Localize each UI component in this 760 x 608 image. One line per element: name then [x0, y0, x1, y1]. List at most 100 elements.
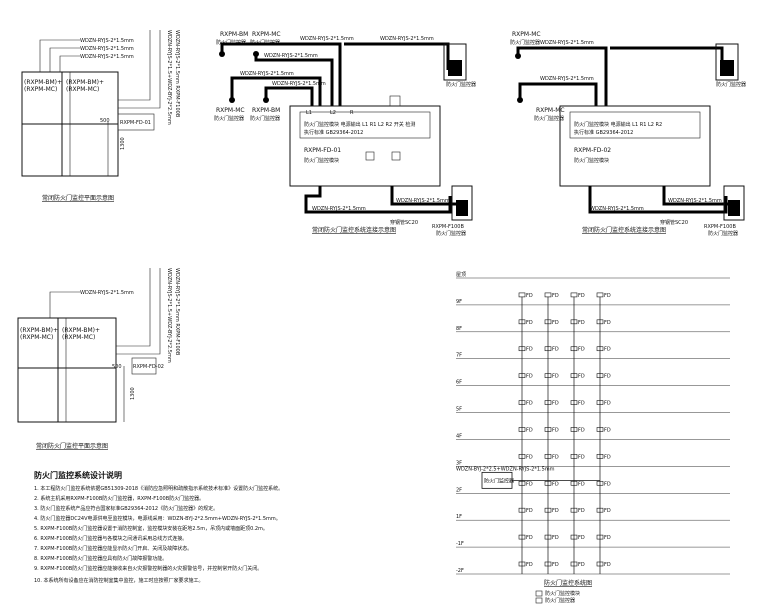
floor-label: 1F — [456, 514, 462, 520]
riser-module-tag: FD — [552, 293, 559, 299]
svg-text:防火门监控器: 防火门监控器 — [534, 115, 564, 122]
floor-label: 屋顶 — [456, 272, 466, 278]
module-body-c — [289, 105, 441, 187]
note-line: 10. 本系统所有设备应在消防控制室集中监控，施工时应按照厂家要求施工。 — [34, 577, 204, 584]
panel-b-plan: (RXPM-BM)+(RXPM-MC) (RXPM-BM)+(RXPM-MC) … — [17, 268, 180, 450]
svg-text:防火门监控器: 防火门监控器 — [214, 115, 244, 122]
floor-label: 2F — [456, 487, 462, 493]
riser-module-tag: FD — [604, 562, 611, 568]
door-label-b-right: (RXPM-BM)+(RXPM-MC) — [62, 327, 100, 341]
riser-module-tag: FD — [578, 454, 585, 460]
note-line: 1. 本工程防火门监控系统依据GB51309-2018《消防应急照明和疏散指示系… — [34, 485, 283, 492]
caption-c: 常闭防火门监控系统连接示意图 — [312, 226, 396, 234]
riser-module-tag: FD — [552, 347, 559, 353]
svg-text:WDZN-RYJS-2*1.5mm: WDZN-RYJS-2*1.5mm — [300, 36, 354, 42]
door-label-b-left: (RXPM-BM)+(RXPM-MC) — [20, 327, 58, 341]
riser-module-tag: FD — [604, 293, 611, 299]
svg-text:防火门监控器: 防火门监控器 — [446, 81, 476, 88]
svg-text:RXPM-F100B: RXPM-F100B — [432, 224, 464, 230]
riser-module-tag: FD — [578, 347, 585, 353]
note-line: 5. RXPM-F100B防火门监控器设置于消防控制室，监控模块安装在距地2.5… — [34, 525, 268, 532]
riser-module-tag: FD — [604, 427, 611, 433]
riser-module-tag: FD — [526, 535, 533, 541]
riser-module-tag: FD — [552, 401, 559, 407]
riser-module-tag: FD — [526, 374, 533, 380]
riser-module-tag: FD — [526, 427, 533, 433]
cable-a-1: WDZN-RYJS-2*1.5mm — [80, 38, 134, 44]
module-body-d — [559, 105, 711, 187]
svg-text:防火门监控模块: 防火门监控模块 — [574, 157, 609, 164]
module-box-a — [117, 113, 155, 131]
riser-module-tag: FD — [578, 535, 585, 541]
controller-label: 防火门监控器 — [484, 477, 514, 484]
legend-1: 防火门监控模块 — [545, 590, 580, 597]
panel-d-connection: RXPM-MC 防火门监控器 RXPM-MC 防火门监控器 WDZN-RYJS-… — [510, 31, 746, 237]
svg-text:防火门监控器: 防火门监控器 — [250, 115, 280, 122]
riser-module-tag: FD — [578, 401, 585, 407]
floor-label: 7F — [456, 353, 462, 359]
module-box-b-label: RXPM-FD-02 — [133, 364, 164, 370]
svg-text:WDZN-RYJS-2*1.5mm: WDZN-RYJS-2*1.5mm — [264, 53, 318, 59]
riser-module — [518, 292, 526, 298]
riser-module-tag: FD — [552, 454, 559, 460]
svg-text:WDZN-RYJS-2*1.5mm: WDZN-RYJS-2*1.5mm — [396, 198, 450, 204]
floor-label: 3F — [456, 460, 462, 466]
dim-1300-a: 1300 — [120, 137, 126, 150]
riser-module-tag: FD — [552, 562, 559, 568]
floor-label: 4F — [456, 433, 462, 439]
svg-text:L1: L1 — [306, 110, 312, 116]
legend-2: 防火门监控器 — [545, 597, 575, 604]
note-line: 3. 防火门监控系统产品应符合国家标准GB29364-2012《防火门监控器》的… — [34, 505, 218, 512]
vertical-cable-a: WDZN-RYJS-2*1.5+WDZ-BYJ-2*2.5mm — [166, 30, 172, 125]
door-label-left: (RXPM-BM)+(RXPM-MC) — [24, 79, 62, 93]
cable-a-2: WDZN-RYJS-2*1.5mm — [80, 46, 134, 52]
device-label-c-2: RXPM-MC — [252, 31, 281, 38]
riser-module-tag: FD — [604, 454, 611, 460]
svg-text:执行标准 GB29364-2012: 执行标准 GB29364-2012 — [574, 129, 633, 136]
svg-text:WDZN-RYJS-2*1.5mm: WDZN-RYJS-2*1.5mm — [312, 206, 366, 212]
riser-module-tag: FD — [526, 347, 533, 353]
riser-module-tag: FD — [578, 562, 585, 568]
svg-text:WDZN-RYJS-2*1.5mm: WDZN-RYJS-2*1.5mm — [240, 71, 294, 77]
riser-module-tag: FD — [578, 374, 585, 380]
riser-module-tag: FD — [526, 293, 533, 299]
svg-text:RXPM-BM: RXPM-BM — [252, 107, 280, 114]
controller-cable: WDZN-BYJ-2*2.5+WDZN-RYJS-2*1.5mm — [456, 466, 555, 472]
svg-text:防火门监控模块: 防火门监控模块 — [304, 157, 339, 164]
note-line: 6. RXPM-F100B防火门监控器与各模块之间通讯采用总线方式连接。 — [34, 535, 187, 542]
riser-module-tag: FD — [578, 427, 585, 433]
caption-d: 常闭防火门监控系统连接示意图 — [582, 226, 666, 234]
floor-label: 6F — [456, 380, 462, 386]
svg-text:WDZN-RYJS-2*1.5mm: WDZN-RYJS-2*1.5mm — [590, 206, 644, 212]
floor-label: 8F — [456, 326, 462, 332]
riser-module-tag: FD — [578, 481, 585, 487]
design-notes: 防火门监控系统设计说明 1. 本工程防火门监控系统依据GB51309-2018《… — [34, 470, 283, 584]
riser-module-tag: FD — [552, 427, 559, 433]
svg-text:RXPM-MC: RXPM-MC — [512, 31, 541, 38]
riser-module-tag: FD — [604, 535, 611, 541]
svg-text:WDZN-RYJS-2*1.5mm: WDZN-RYJS-2*1.5mm — [272, 81, 326, 87]
note-line: 9. RXPM-F100B防火门监控器应能接收来自火灾报警控制器的火灾报警信号，… — [34, 565, 262, 572]
svg-text:RXPM-F100B: RXPM-F100B — [704, 224, 736, 230]
dim-500-b: 500 — [112, 364, 122, 370]
svg-text:防火门监控模块 电源输出 L1 R1 L2 R2: 防火门监控模块 电源输出 L1 R1 L2 R2 — [574, 121, 662, 128]
note-line: 2. 系统主机采用RXPM-F100B防火门监控器，RXPM-F100B防火门监… — [34, 495, 204, 502]
vertical-cable-a2: WDZN-RYJS-2*1.5mm RXPM-F100B — [174, 30, 180, 118]
riser-module-tag: FD — [604, 481, 611, 487]
svg-text:WDZN-RYJS-2*1.5mm: WDZN-RYJS-2*1.5mm — [380, 36, 434, 42]
notes-title: 防火门监控系统设计说明 — [34, 470, 122, 480]
floor-label: -2F — [456, 568, 464, 574]
svg-text:穿钢管SC20: 穿钢管SC20 — [660, 219, 688, 226]
riser-module-tag: FD — [526, 508, 533, 514]
riser-module-tag: FD — [578, 508, 585, 514]
svg-text:WDZN-RYJS-2*1.5mm: WDZN-RYJS-2*1.5mm — [668, 198, 722, 204]
vertical-cable-b2: WDZN-RYJS-2*1.5mm RXPM-F100B — [174, 268, 180, 356]
dim-500-a: 500 — [100, 118, 110, 124]
cable-a-3: WDZN-RYJS-2*1.5mm — [80, 54, 134, 60]
riser-module-tag: FD — [526, 454, 533, 460]
note-line: 8. RXPM-F100B防火门监控器应具有防火门故障报警功能。 — [34, 555, 167, 562]
svg-text:WDZN-RYJS-2*1.5mm: WDZN-RYJS-2*1.5mm — [540, 40, 594, 46]
vertical-cable-b: WDZN-RYJS-2*1.5+WDZ-BYJ-2*2.5mm — [166, 268, 172, 363]
door-frame-b — [17, 317, 117, 423]
